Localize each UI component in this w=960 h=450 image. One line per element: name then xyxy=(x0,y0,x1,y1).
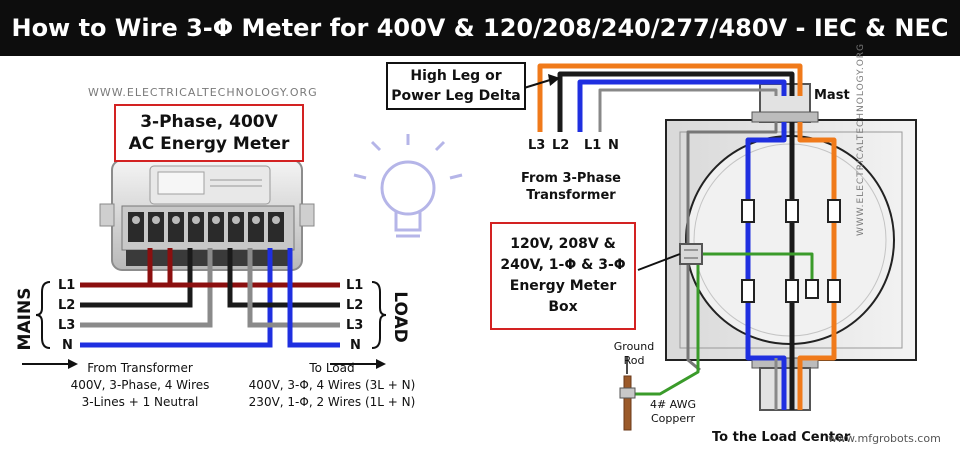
load-center-label: To the Load Center xyxy=(712,430,851,445)
from-3phase-text: From 3-Phase Transformer xyxy=(516,170,626,204)
page-title: How to Wire 3-Φ Meter for 400V & 120/208… xyxy=(11,14,949,42)
from-3phase-line1: From 3-Phase xyxy=(520,171,621,186)
meterbox-arrow xyxy=(637,253,681,271)
mast-label: Mast xyxy=(814,88,850,103)
awg-line1: 4# AWG xyxy=(649,398,697,411)
title-bar: How to Wire 3-Φ Meter for 400V & 120/208… xyxy=(0,0,960,56)
meter-title-box: 3-Phase, 400V AC Energy Meter xyxy=(114,104,304,162)
load-label-wrap: LOAD xyxy=(386,285,416,350)
meter-box-line1: 120V, 208V & xyxy=(510,236,616,252)
load-l2-label: L2 xyxy=(346,298,364,313)
load-l1-label: L1 xyxy=(346,278,364,293)
ground-rod-label: Ground Rod xyxy=(604,340,664,368)
neutral-bar xyxy=(679,243,703,265)
wire-label-n: N xyxy=(608,138,619,153)
meter-title-line2: AC Energy Meter xyxy=(128,134,290,154)
meter-box-label: 120V, 208V & 240V, 1-Φ & 3-Φ Energy Mete… xyxy=(490,222,636,330)
vertical-website-label: WWW.ELECTRICALTECHNOLOGY.ORG xyxy=(856,42,866,236)
wire-label-l2: L2 xyxy=(552,138,570,153)
meter-title-line1: 3-Phase, 400V xyxy=(140,112,278,132)
high-leg-arrow xyxy=(523,74,560,89)
right-input-wiring xyxy=(537,63,803,132)
internal-wiring xyxy=(628,122,837,410)
high-leg-line2: Power Leg Delta xyxy=(391,88,521,104)
lightbulb-icon xyxy=(353,134,463,238)
ground-rod-line1: Ground xyxy=(613,340,655,353)
to-load-line1: To Load xyxy=(309,361,355,375)
left-wiring xyxy=(80,248,340,348)
load-l3-label: L3 xyxy=(346,318,364,333)
website-label: WWW.ELECTRICALTECHNOLOGY.ORG xyxy=(88,86,318,99)
load-n-label: N xyxy=(350,338,361,353)
awg-line2: Copperr xyxy=(651,412,695,425)
to-load-line3: 230V, 1-Φ, 2 Wires (1L + N) xyxy=(248,395,416,409)
vertical-website-wrap: WWW.ELECTRICALTECHNOLOGY.ORG xyxy=(856,42,870,236)
mains-label-wrap: MAINS xyxy=(6,285,36,351)
from-transformer-text: From Transformer 400V, 3-Phase, 4 Wires … xyxy=(50,360,230,411)
ground-rod xyxy=(619,356,636,431)
meter-box-line4: Box xyxy=(548,299,578,315)
to-load-line2: 400V, 3-Φ, 4 Wires (3L + N) xyxy=(248,378,416,392)
mains-label: MAINS xyxy=(15,287,35,351)
to-arrow xyxy=(330,359,386,369)
high-leg-line1: High Leg or xyxy=(410,68,502,84)
watermark: www.mfgrobots.com xyxy=(828,432,941,445)
mains-l1-label: L1 xyxy=(58,278,76,293)
to-load-text: To Load 400V, 3-Φ, 4 Wires (3L + N) 230V… xyxy=(232,360,432,411)
from-arrow xyxy=(22,359,78,369)
load-brace xyxy=(371,281,387,349)
meter-socket-jaws xyxy=(741,199,841,303)
mains-l2-label: L2 xyxy=(58,298,76,313)
mains-l3-label: L3 xyxy=(58,318,76,333)
from-transformer-line1: From Transformer xyxy=(87,361,193,375)
high-leg-box: High Leg or Power Leg Delta xyxy=(386,62,526,110)
energy-meter-device xyxy=(99,159,315,271)
ground-rod-line2: Rod xyxy=(623,354,645,367)
meter-box-line2: 240V, 1-Φ & 3-Φ xyxy=(500,257,626,273)
mains-n-label: N xyxy=(62,338,73,353)
wire-label-l1: L1 xyxy=(584,138,602,153)
from-transformer-line2: 400V, 3-Phase, 4 Wires xyxy=(70,378,210,392)
from-transformer-line3: 3-Lines + 1 Neutral xyxy=(81,395,199,409)
wire-label-l3: L3 xyxy=(528,138,546,153)
meter-box-line3: Energy Meter xyxy=(509,278,617,294)
load-label: LOAD xyxy=(390,291,410,343)
terminal-block xyxy=(128,212,284,242)
mains-brace xyxy=(35,281,51,349)
awg-label: 4# AWG Copperr xyxy=(640,398,706,426)
from-3phase-line2: Transformer xyxy=(526,188,616,203)
